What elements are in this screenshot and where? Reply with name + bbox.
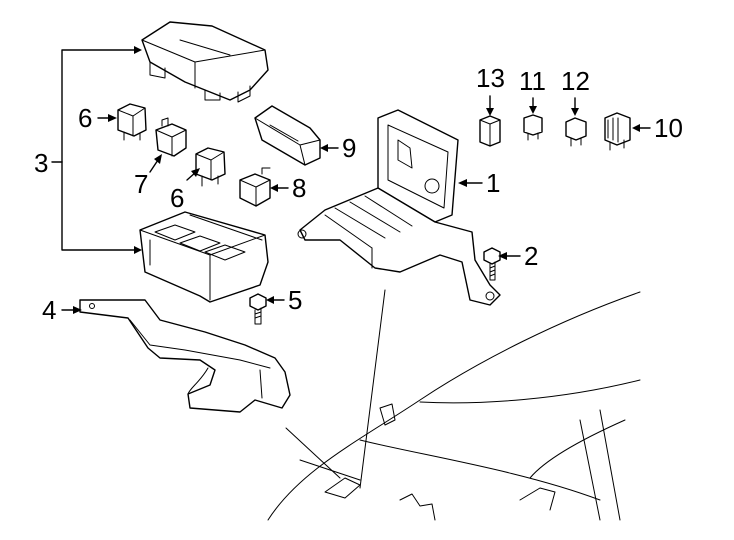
callout-10: 10 bbox=[654, 113, 683, 143]
callout-labels: 1 2 3 4 5 6 6 7 8 9 10 11 12 13 bbox=[34, 63, 683, 325]
callout-2: 2 bbox=[524, 241, 538, 271]
connector-small bbox=[239, 167, 271, 207]
callout-5: 5 bbox=[288, 285, 302, 315]
relay-lower bbox=[195, 147, 226, 187]
callout-3: 3 bbox=[34, 148, 48, 178]
callout-8: 8 bbox=[292, 173, 306, 203]
callout-1: 1 bbox=[486, 168, 500, 198]
fuse-10 bbox=[604, 112, 631, 151]
callout-9: 9 bbox=[342, 133, 356, 163]
fuse-tray bbox=[297, 109, 501, 306]
relay-upper bbox=[117, 103, 147, 141]
fuse-box-cover bbox=[141, 21, 269, 103]
callout-13: 13 bbox=[476, 63, 505, 93]
fuse-11 bbox=[523, 114, 543, 141]
callout-11: 11 bbox=[519, 66, 546, 96]
callout-6-upper: 6 bbox=[78, 103, 92, 133]
callout-4: 4 bbox=[42, 295, 56, 325]
fuse-13 bbox=[479, 115, 501, 147]
callout-6-lower: 6 bbox=[170, 183, 184, 213]
fuse-strip-cover bbox=[254, 105, 321, 166]
bracket bbox=[79, 299, 291, 413]
vehicle-outline bbox=[267, 291, 641, 521]
relay-holder bbox=[155, 117, 187, 157]
fuse-12 bbox=[565, 117, 587, 147]
callout-7: 7 bbox=[134, 169, 148, 199]
bolt-right bbox=[483, 247, 501, 281]
bolt-left bbox=[249, 293, 267, 325]
fuse-box-housing bbox=[139, 211, 269, 303]
callout-12: 12 bbox=[561, 66, 590, 96]
leader-lines bbox=[51, 46, 651, 489]
